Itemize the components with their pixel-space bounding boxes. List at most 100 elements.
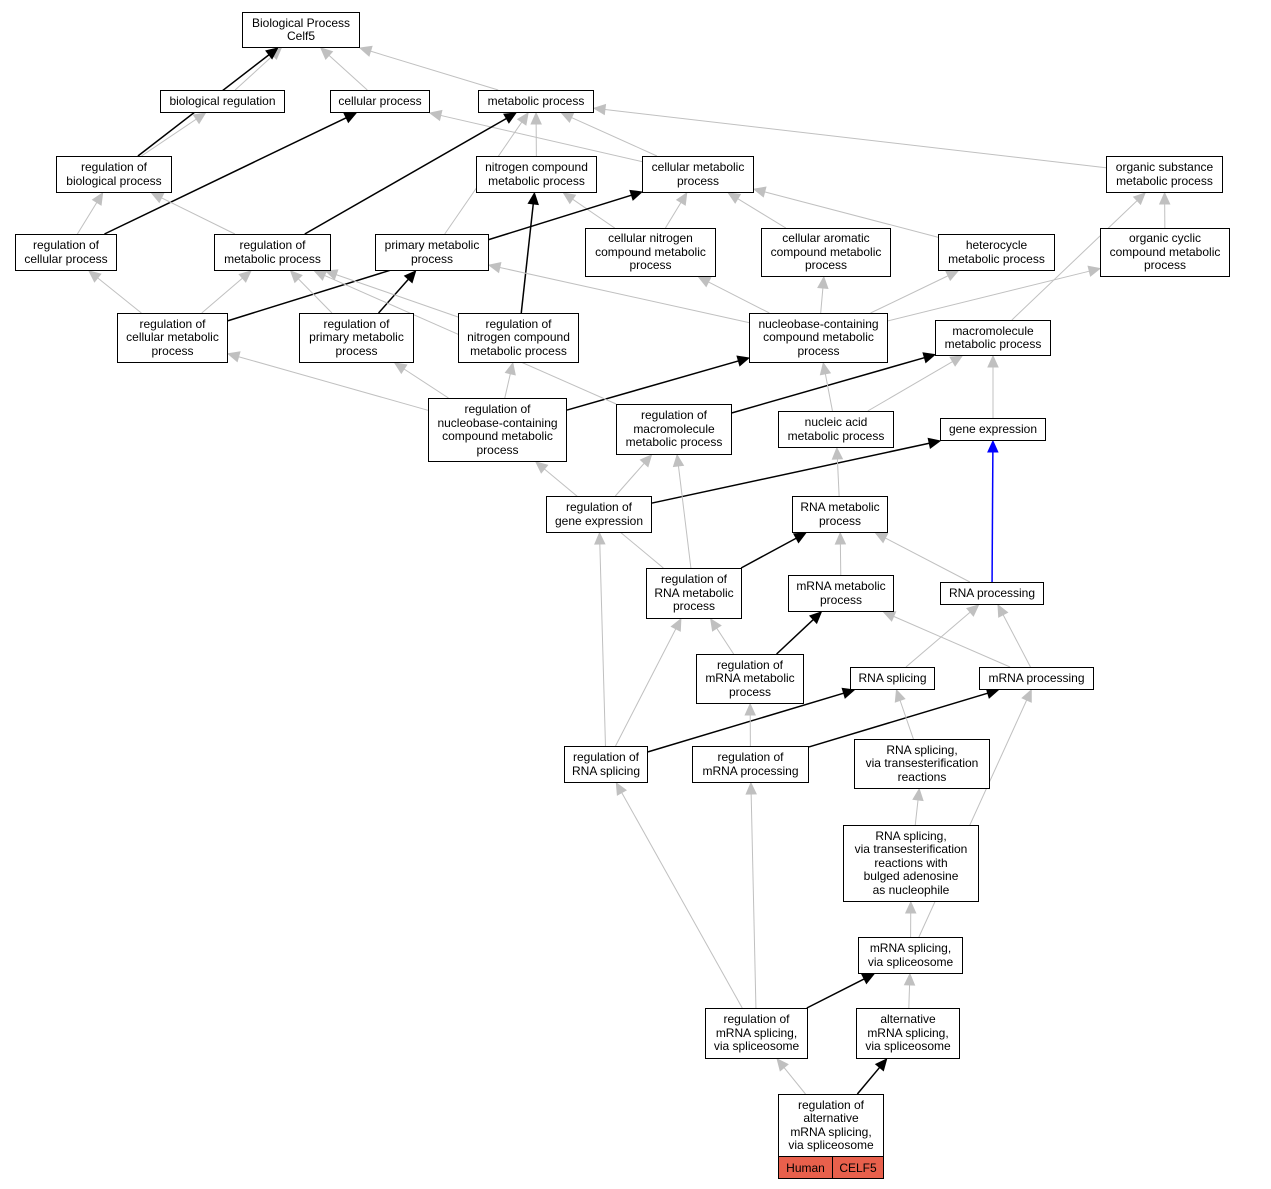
arrowhead-cellproc-to-root [319, 47, 334, 60]
edge-nucbase-to-cellnitro [708, 281, 770, 314]
node-cellular-process[interactable]: cellular process [330, 90, 430, 113]
node-mrna-metabolic-process[interactable]: mRNA metabolic process [788, 575, 894, 612]
node-regulation-of-biological-process[interactable]: regulation of biological process [56, 156, 172, 193]
arrowhead-orgcyc-to-orgsub [1158, 191, 1171, 205]
arrowhead-rnaproc-to-geneexp [987, 439, 999, 453]
edge-orgsub-to-metproc [604, 109, 1107, 169]
edge-regcell-to-cellproc [104, 117, 347, 235]
node-organic-cyclic-compound-metabolic-process[interactable]: organic cyclic compound metabolic proces… [1100, 228, 1230, 277]
node-nitrogen-compound-metabolic-process[interactable]: nitrogen compound metabolic process [476, 156, 597, 193]
arrowhead-regbio-to-bioreg [192, 112, 207, 125]
node-nucleic-acid-metabolic-process[interactable]: nucleic acid metabolic process [778, 411, 894, 448]
node-nucleobase-containing-compound-metabolic-process[interactable]: nucleobase-containing compound metabolic… [749, 313, 888, 363]
node-organic-substance-metabolic-process[interactable]: organic substance metabolic process [1106, 156, 1223, 193]
node-regulation-of-macromolecule-metabolic-process[interactable]: regulation of macromolecule metabolic pr… [616, 404, 732, 455]
edge-cellmet-to-metproc [571, 117, 658, 157]
arrowhead-reggene-to-geneexp [927, 437, 942, 450]
node-cellular-aromatic-compound-metabolic-process[interactable]: cellular aromatic compound metabolic pro… [761, 228, 891, 277]
edge-hetero-to-cellmet [764, 191, 939, 238]
node-rna-processing[interactable]: RNA processing [940, 582, 1044, 605]
arrowhead-mrnamet-to-rnamet [834, 531, 847, 545]
arrowhead-mrnasplice-to-splicebulged [904, 900, 917, 914]
node-regulation-of-cellular-metabolic-process[interactable]: regulation of cellular metabolic process [117, 313, 228, 363]
node-primary-metabolic-process[interactable]: primary metabolic process [375, 234, 489, 271]
node-regulation-of-nucleobase-containing-compound-metabolic-process[interactable]: regulation of nucleobase-containing comp… [428, 398, 567, 462]
arrowhead-regcell-to-regbio [91, 191, 104, 206]
edge-cellproc-to-root [328, 55, 368, 91]
edge-regrnasplice-to-reggene [599, 543, 606, 747]
edge-regmrnamet-to-regrna [716, 627, 735, 655]
arrowhead-regrna-to-regnucbase [535, 461, 549, 474]
edge-regnitro-to-nitromet [520, 203, 535, 314]
edge-altsplice-to-mrnasplice [908, 984, 911, 1009]
edge-cellnitro-to-cellmet [664, 202, 682, 229]
node-regulation-of-rna-splicing[interactable]: regulation of RNA splicing [564, 746, 648, 783]
node-rna-splicing-via-transesterification-reactions[interactable]: RNA splicing, via transesterification re… [854, 739, 990, 789]
node-regulation-of-alternative-mrna-splicing[interactable]: regulation of alternative mRNA splicing,… [778, 1094, 884, 1157]
arrowhead-nucbase-to-orgcyc [1087, 265, 1102, 277]
edge-regaltsplice-to-altsplice [856, 1066, 881, 1095]
edge-regnucbase-to-nucbase [566, 360, 739, 411]
node-biological-regulation[interactable]: biological regulation [160, 90, 285, 113]
node-biological-process-celf5[interactable]: Biological Process Celf5 [242, 12, 360, 48]
arrowhead-regnucbase-to-regnitro [504, 361, 516, 376]
node-gene-expression[interactable]: gene expression [940, 418, 1046, 441]
gene-tag: CELF5 [832, 1157, 883, 1178]
edge-reggene-to-regmacro [614, 462, 645, 497]
edge-regmrnamet-to-mrnamet [776, 618, 814, 655]
edge-nucbase-to-hetero [870, 275, 949, 314]
node-cellular-nitrogen-compound-metabolic-process[interactable]: cellular nitrogen compound metabolic pro… [585, 228, 716, 277]
arrowhead-regmrnaproc-to-regmrnamet [744, 702, 756, 716]
arrowhead-nucbase-to-hetero [945, 270, 960, 282]
node-macromolecule-metabolic-process[interactable]: macromolecule metabolic process [935, 320, 1051, 356]
node-heterocycle-metabolic-process[interactable]: heterocycle metabolic process [938, 234, 1055, 271]
node-regulation-of-nitrogen-compound-metabolic-process[interactable]: regulation of nitrogen compound metaboli… [458, 313, 579, 363]
arrowhead-primmet-to-metproc [516, 112, 529, 126]
node-regulation-of-metabolic-process[interactable]: regulation of metabolic process [214, 234, 331, 271]
arrowhead-regcell-to-cellproc [343, 112, 358, 124]
arrowhead-regmacro-to-regmet [313, 270, 328, 281]
edge-nucbase-to-cellarom [820, 287, 824, 314]
edge-metproc-to-root [370, 50, 499, 91]
edge-reggene-to-geneexp [651, 442, 930, 504]
node-regulation-of-mrna-metabolic-process[interactable]: regulation of mRNA metabolic process [696, 654, 804, 704]
arrowhead-nucbase-to-cellnitro [697, 276, 712, 288]
node-rna-splicing[interactable]: RNA splicing [850, 667, 935, 690]
arrowhead-regcellmet-to-regcell [88, 270, 102, 283]
arrowhead-regmacro-to-macromet [922, 352, 937, 364]
edge-regrna-to-rnamet [740, 537, 797, 569]
node-cellular-metabolic-process[interactable]: cellular metabolic process [642, 156, 754, 193]
arrowhead-rnaproc-to-rnamet [874, 532, 889, 544]
node-mrna-splicing-via-spliceosome[interactable]: mRNA splicing, via spliceosome [858, 937, 963, 974]
arrowhead-altsplice-to-mrnasplice [903, 972, 916, 986]
arrowhead-regnucbase-to-nucbase [736, 355, 751, 367]
edge-regaltsplice-to-regmrnasplice [783, 1067, 806, 1095]
node-regulation-of-mrna-processing[interactable]: regulation of mRNA processing [692, 746, 809, 783]
edge-regnucbase-to-regnitro [504, 373, 511, 399]
edge-regmacro-to-macromet [731, 356, 925, 414]
arrowhead-metproc-to-root [358, 45, 373, 57]
arrowhead-mrnaproc-to-rnaproc [997, 603, 1009, 618]
node-alternative-mrna-splicing-via-spliceosome[interactable]: alternative mRNA splicing, via spliceoso… [856, 1008, 960, 1059]
node-regulation-of-gene-expression[interactable]: regulation of gene expression [546, 496, 652, 533]
arrowhead-regrnasplice-to-reggene [594, 531, 606, 545]
arrowhead-nucbase-to-cellarom [817, 275, 829, 289]
arrowhead-macromet-to-orgsub [1132, 192, 1146, 206]
node-regulation-of-primary-metabolic-process[interactable]: regulation of primary metabolic process [299, 313, 414, 363]
node-mrna-processing[interactable]: mRNA processing [979, 667, 1094, 690]
node-regulation-of-rna-metabolic-process[interactable]: regulation of RNA metabolic process [646, 568, 742, 619]
node-metabolic-process[interactable]: metabolic process [478, 90, 594, 113]
arrowhead-regcellmet-to-regmet [238, 270, 252, 283]
edge-regcellmet-to-regcell [97, 277, 142, 314]
arrowhead-splicetrans-to-rnasplice [894, 688, 906, 703]
species-tag: Human [779, 1157, 832, 1178]
edge-regnitro-to-regmet [335, 274, 459, 318]
arrowhead-regnitro-to-regmet [324, 269, 339, 281]
node-rna-metabolic-process[interactable]: RNA metabolic process [792, 496, 888, 533]
node-regulation-of-mrna-splicing-via-spliceosome[interactable]: regulation of mRNA splicing, via spliceo… [705, 1008, 808, 1059]
edge-bioreg-to-root [234, 55, 274, 91]
node-regulation-of-cellular-process[interactable]: regulation of cellular process [15, 234, 117, 271]
node-rna-splicing-via-transesterification-bulged-adenosine[interactable]: RNA splicing, via transesterification re… [843, 825, 979, 902]
edge-rnaproc-to-rnamet [885, 537, 971, 583]
